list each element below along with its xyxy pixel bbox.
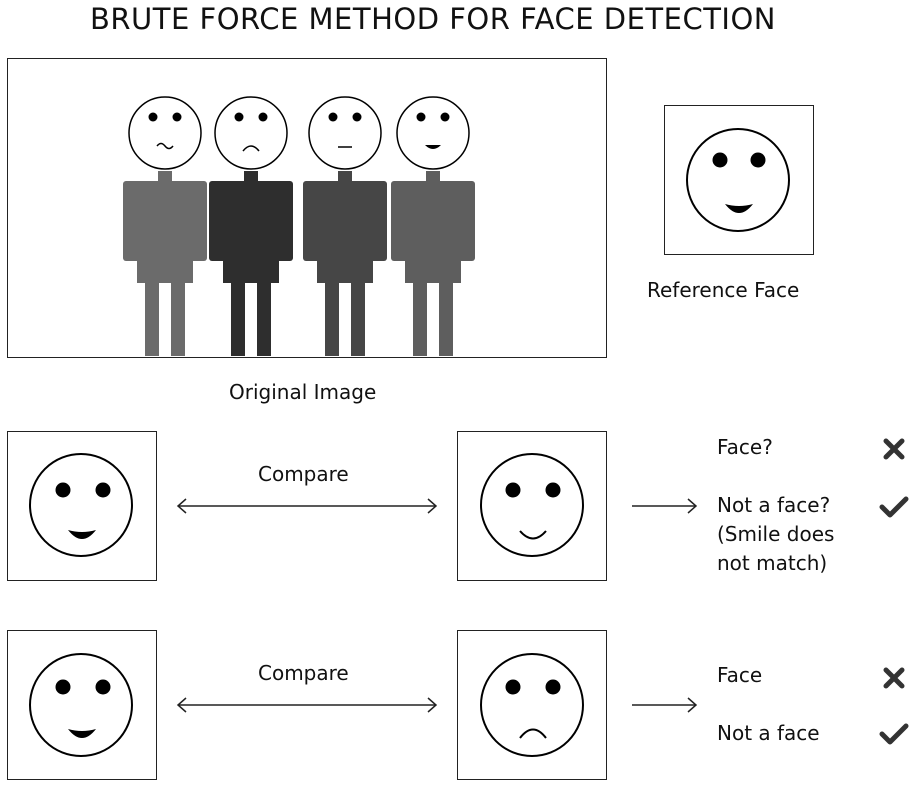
comparison-2-arrow-label: Compare [258,661,349,685]
right-arrow-icon [632,498,698,514]
sad-face-icon [480,653,584,757]
comparison-1-not-face-line-1: Not a face? [717,493,831,517]
smiling-face-icon [480,453,584,557]
person-figure-4 [391,96,475,356]
person-figure-1 [123,96,207,356]
comparison-1-arrow-label: Compare [258,462,349,486]
smiling-face-icon [29,453,133,557]
comparison-1-reference-face-frame [7,431,157,581]
comparison-1-not-face-line-2: (Smile does [717,522,835,546]
comparison-2-reference-face-frame [7,630,157,780]
page-title: BRUTE FORCE METHOD FOR FACE DETECTION [89,2,776,36]
reference-face-frame [664,105,814,255]
cross-mark-icon [883,438,905,460]
original-image-caption: Original Image [229,380,377,404]
comparison-1-not-face-line-3: not match) [717,551,828,575]
comparison-2-not-face-line-1: Not a face [717,721,820,745]
smiling-face-icon [686,128,790,232]
comparison-2-face-option: Face [717,663,763,687]
cross-mark-icon [883,667,905,689]
double-arrow-icon [176,498,438,514]
double-arrow-icon [176,697,438,713]
original-image-frame [7,58,607,358]
check-mark-icon [879,496,909,518]
comparison-1-not-face-option: Not a face? (Smile does not match) [717,491,834,578]
check-mark-icon [879,723,909,745]
smiling-face-icon [29,653,133,757]
comparison-2-candidate-face-frame [457,630,607,780]
reference-face-caption: Reference Face [647,278,800,302]
right-arrow-icon [632,697,698,713]
person-figure-2 [209,96,293,356]
comparison-1-face-option: Face? [717,435,773,459]
people-illustration [123,96,475,356]
person-figure-3 [303,96,387,356]
comparison-2-not-face-option: Not a face [717,719,820,748]
comparison-1-candidate-face-frame [457,431,607,581]
